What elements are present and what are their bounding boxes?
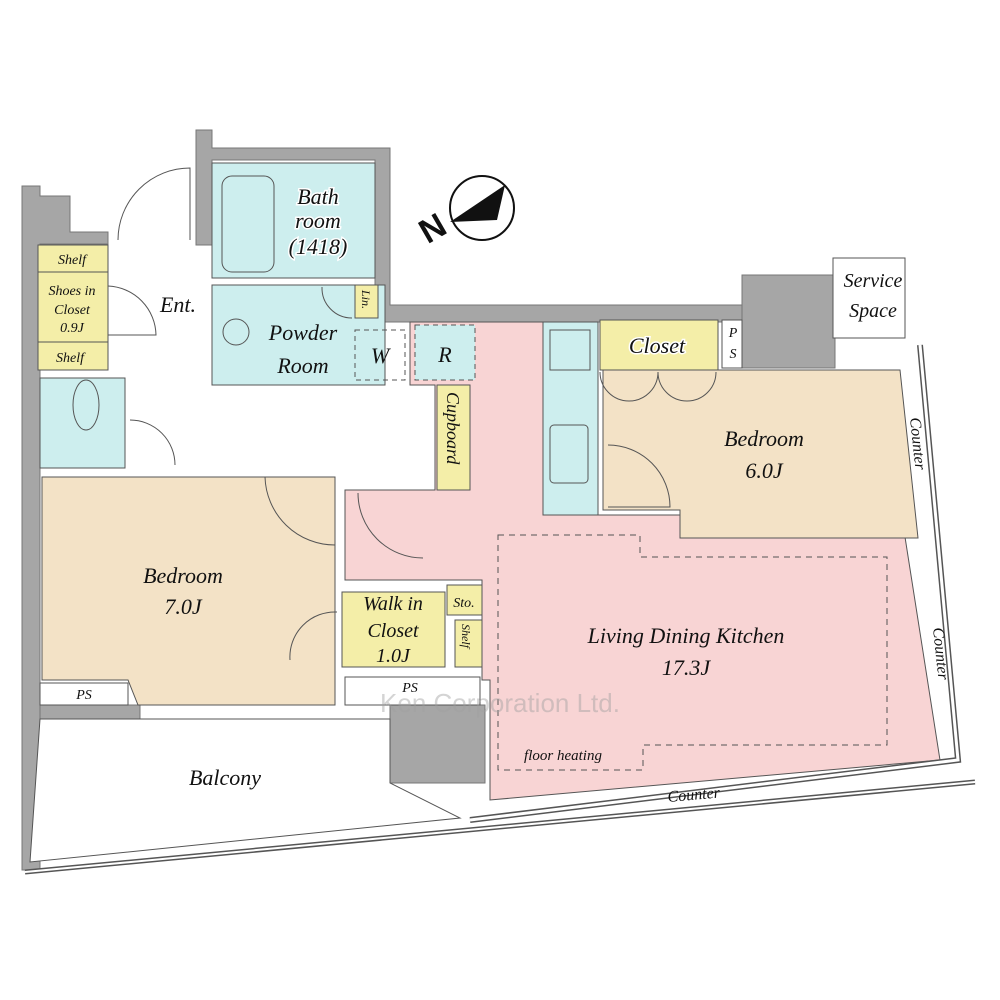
ps-left-label: PS <box>75 688 92 703</box>
shelf-top-label: Shelf <box>58 253 88 268</box>
ps-left-box <box>39 682 129 706</box>
ps-center-box <box>344 676 481 706</box>
north-label: N <box>413 206 453 251</box>
closet-box <box>599 319 719 371</box>
counter-label-2: Counter <box>929 627 951 682</box>
watermark: Ken Corporation Ltd. <box>380 688 620 718</box>
shelf-wic-box <box>454 619 483 668</box>
ldk-name: Living Dining Kitchen <box>587 623 785 648</box>
shoes-closet-label-2: Closet <box>54 303 91 318</box>
ldk-floor <box>344 321 941 801</box>
ps-center-label: PS <box>401 681 418 696</box>
shelf-bottom-label: Shelf <box>56 351 86 366</box>
bedroom-6-size: 6.0J <box>745 458 784 483</box>
walk-in-closet-label-2: Closet <box>367 620 419 642</box>
bathtub <box>221 175 275 273</box>
bedroom-7-floor <box>41 476 336 706</box>
service-space-label-1: Service <box>844 270 903 292</box>
walls <box>21 129 836 871</box>
shoes-closet-label-1: Shoes in <box>48 284 95 299</box>
powder-room-label-1: Powder <box>268 320 338 345</box>
floor-heating-area <box>497 534 888 771</box>
toilet-icon <box>72 379 100 431</box>
shoes-closet-label-3: 0.9J <box>60 321 85 336</box>
bedroom-7-name: Bedroom <box>143 563 223 588</box>
refrigerator-label: R <box>437 342 452 367</box>
floor-heating-label: floor heating <box>524 748 602 764</box>
washer-label: W <box>371 343 391 368</box>
ps-right-label-1: P <box>728 326 738 341</box>
service-space-label-2: Space <box>849 300 897 322</box>
cupboard-box <box>436 384 471 491</box>
bedroom-6-floor <box>602 369 919 539</box>
counter-label-3: Counter <box>667 784 721 806</box>
storage-label: Sto. <box>453 596 474 611</box>
shelf-top-box <box>37 244 109 273</box>
bathroom-label-2: room <box>295 208 341 233</box>
bedroom-7-size: 7.0J <box>164 594 203 619</box>
ps-right-label-2: S <box>730 347 737 362</box>
walk-in-closet-label-1: Walk in <box>363 593 423 615</box>
ldk-size: 17.3J <box>662 655 712 680</box>
balcony-edge-inner <box>24 781 976 873</box>
balcony-label: Balcony <box>189 765 261 790</box>
entrance-label: Ent. <box>159 292 196 317</box>
bathroom-label-3: (1418) <box>289 234 348 259</box>
walk-in-closet-label-3: 1.0J <box>376 645 411 667</box>
shelf-bottom-box <box>37 341 109 371</box>
kitchen-sink-icon <box>549 424 589 484</box>
storage-box <box>446 584 483 616</box>
linen-shelf <box>354 284 379 319</box>
right-windows-inner <box>469 344 960 822</box>
washer-space <box>354 329 406 381</box>
counter-label-1: Counter <box>906 417 928 472</box>
stove-icon <box>549 329 591 371</box>
closet-label: Closet <box>629 333 686 358</box>
toilet-room-floor <box>39 377 126 469</box>
refrigerator-space <box>414 324 476 381</box>
north-arrow-icon: N <box>413 175 515 251</box>
balcony-floor <box>29 718 462 863</box>
bedroom-6-name: Bedroom <box>724 426 804 451</box>
powder-room-label-2: Room <box>276 353 328 378</box>
doors <box>107 167 717 661</box>
bathroom-label-1: Bath <box>297 184 339 209</box>
ps-right-box <box>721 319 743 369</box>
linen-label: Lin. <box>359 289 373 309</box>
shoes-closet-box <box>37 271 109 343</box>
shelf-wic-label: Shelf <box>459 624 473 650</box>
sink-icon <box>222 318 250 346</box>
walk-in-closet-box <box>341 591 446 668</box>
cupboard-label: Cupboard <box>443 392 463 465</box>
service-space-box <box>832 257 906 339</box>
